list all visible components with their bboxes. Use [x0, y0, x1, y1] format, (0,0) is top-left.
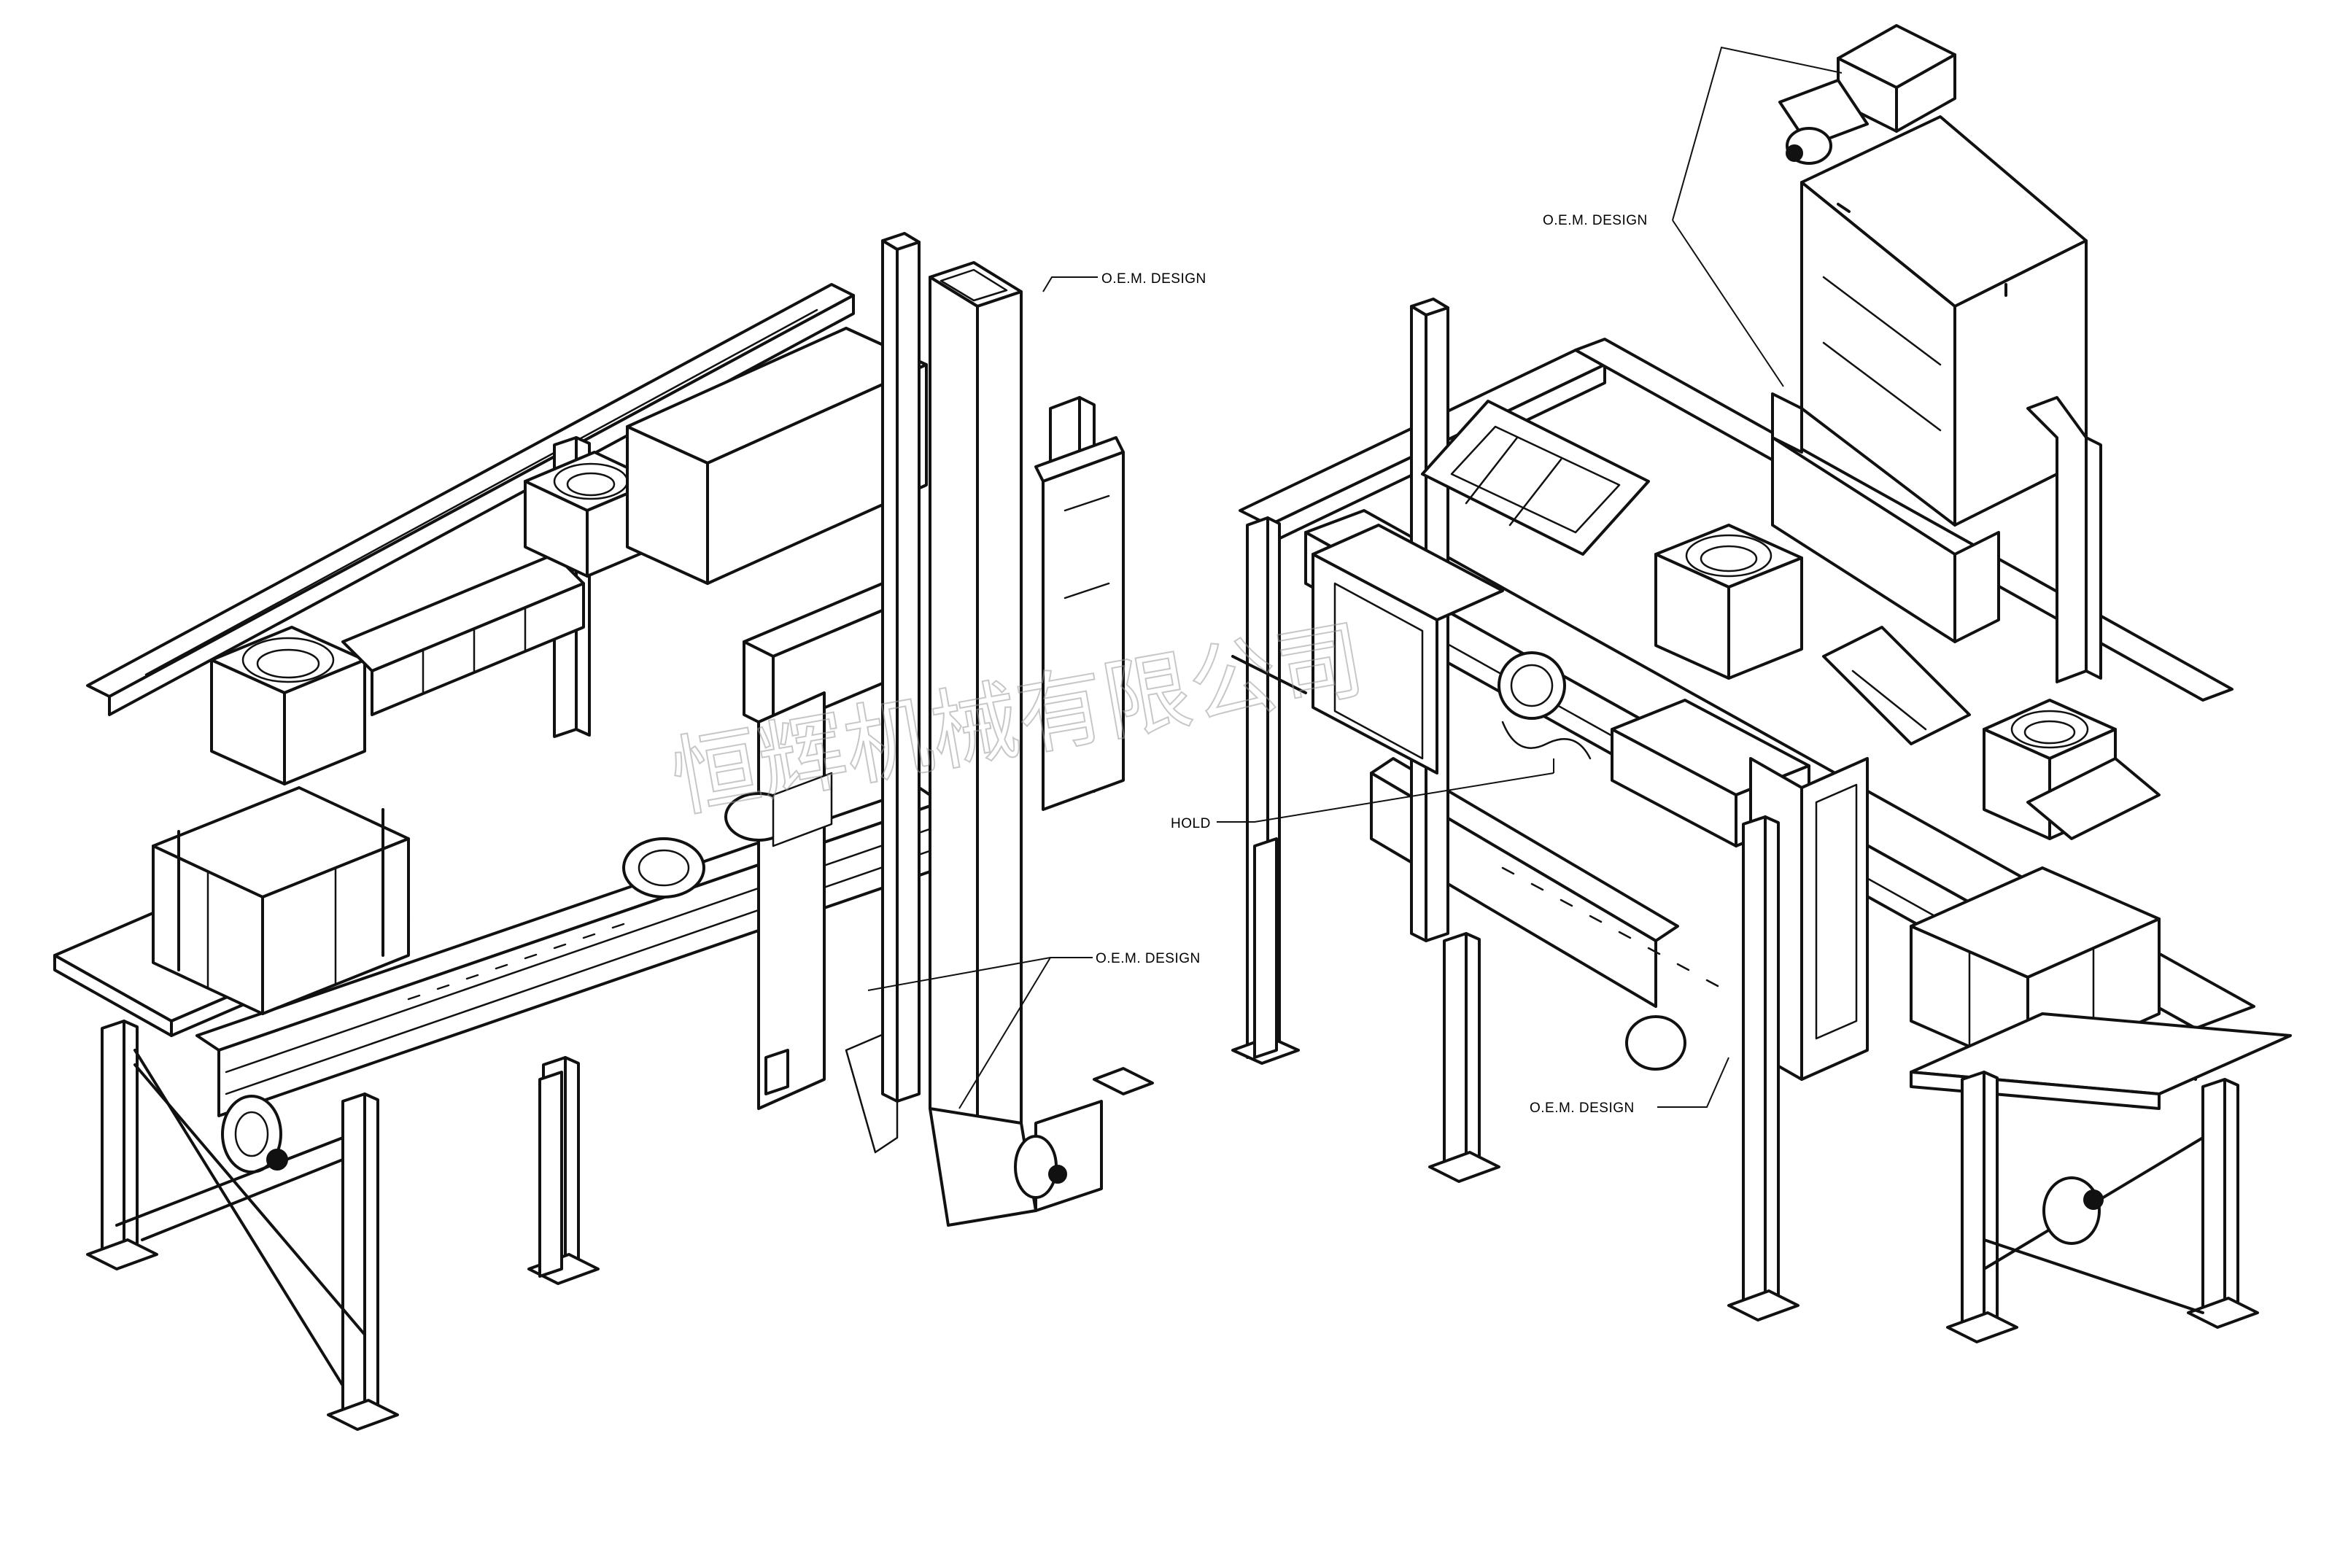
- callout-hold: HOLD: [1171, 816, 1211, 831]
- callout-oem-right-top: O.E.M. DESIGN: [1543, 213, 1648, 228]
- left-hopper-unit: [152, 786, 410, 1015]
- right-round-hopper: [1654, 524, 1803, 680]
- left-round-hopper: [210, 626, 366, 785]
- left-rear-frame: [1034, 436, 1125, 811]
- left-mid-legs: [538, 1049, 1154, 1278]
- right-oem-cabinet: [1771, 115, 2088, 643]
- callout-oem-right-low: O.E.M. DESIGN: [1530, 1101, 1635, 1116]
- left-main-housing: [626, 327, 928, 585]
- callout-oem-left-mid: O.E.M. DESIGN: [1096, 951, 1201, 966]
- left-assembly: [53, 232, 1154, 1431]
- right-front-legs: [1727, 815, 2259, 1343]
- right-chute-trays: [1822, 626, 2161, 840]
- callout-oem-left-top: O.E.M. DESIGN: [1101, 271, 1206, 287]
- right-left-legs: [1231, 516, 1500, 1183]
- callout-leaders: [867, 46, 1843, 1109]
- right-housing-door: [1312, 524, 1592, 775]
- right-assembly: [1231, 24, 2292, 1343]
- left-front-legs: [86, 1020, 600, 1431]
- right-elevator-column: [2026, 396, 2102, 683]
- left-bucket-elevator: [881, 232, 1103, 1227]
- left-motor-cluster: [622, 772, 833, 899]
- left-chute-trays: [341, 553, 585, 716]
- left-rear-rail: [86, 283, 855, 716]
- right-sloped-hopper: [1421, 400, 1650, 556]
- right-head-drive: [1778, 24, 1956, 165]
